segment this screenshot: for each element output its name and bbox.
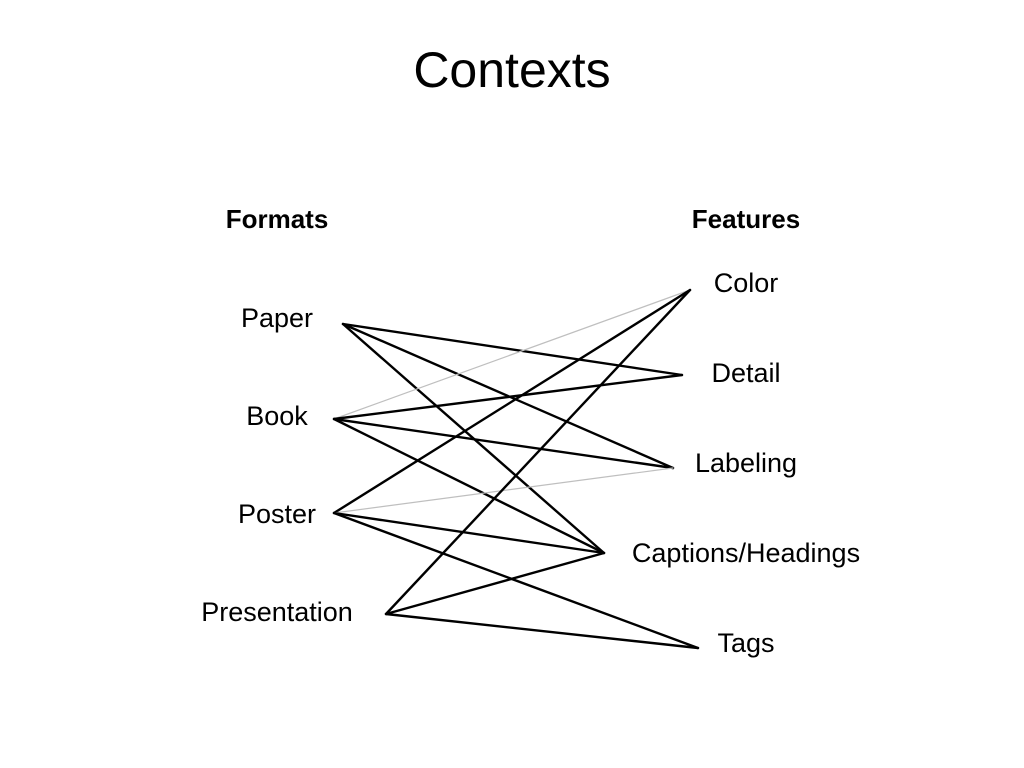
edge-poster-to-captions-headings: [332, 511, 606, 555]
edge-book-to-captions-headings: [332, 417, 606, 555]
format-presentation: Presentation: [201, 597, 353, 627]
edge-poster-to-color: [332, 288, 692, 515]
format-book: Book: [246, 401, 308, 431]
edge-paper-to-detail: [341, 322, 684, 377]
edge-presentation-to-color: [384, 288, 692, 616]
edge-presentation-to-tags: [384, 612, 700, 650]
features-heading: Features: [691, 204, 801, 234]
edge-book-to-labeling: [332, 417, 675, 470]
formats-heading: Formats: [225, 204, 329, 234]
edge-book-to-color: [333, 289, 691, 420]
edge-presentation-to-captions-headings: [384, 551, 606, 616]
slide-title: Contexts: [413, 42, 611, 98]
feature-detail: Detail: [711, 358, 781, 388]
format-poster: Poster: [237, 499, 317, 529]
feature-tags: Tags: [717, 628, 775, 658]
edge-book-to-detail: [332, 373, 684, 421]
feature-captions-headings: Captions/Headings: [631, 538, 861, 568]
feature-color: Color: [713, 268, 779, 298]
format-paper: Paper: [240, 303, 314, 333]
edge-poster-to-tags: [332, 511, 700, 650]
feature-labeling: Labeling: [694, 448, 798, 478]
